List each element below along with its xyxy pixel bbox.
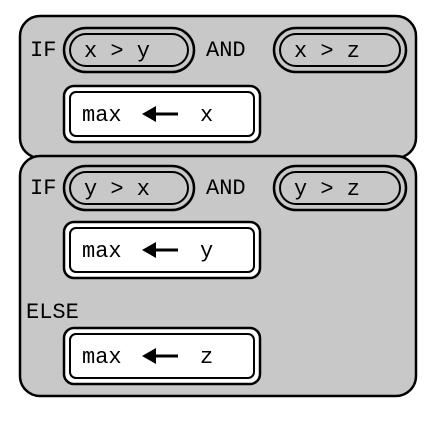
condition-right-pill: x > z <box>272 26 408 74</box>
left-arrow-icon <box>142 242 178 258</box>
condition-text: y > z <box>294 177 360 202</box>
else-keyword: ELSE <box>26 300 79 325</box>
if-keyword: IF <box>30 38 56 63</box>
left-arrow-icon <box>142 348 178 364</box>
condition-text: x > z <box>294 39 360 64</box>
condition-left-pill: y > x <box>62 164 196 212</box>
if-keyword: IF <box>30 176 56 201</box>
if-block-1: IF x > y AND x > z max x <box>18 14 418 160</box>
assignment-box: max y <box>62 220 262 280</box>
assignment-value: x <box>200 103 213 128</box>
and-keyword: AND <box>206 176 246 201</box>
assignment-target: max <box>82 239 122 264</box>
if-else-block-2: IF y > x AND y > z max y ELSE <box>18 154 418 398</box>
condition-right-pill: y > z <box>272 164 408 212</box>
condition-text: y > x <box>84 177 150 202</box>
left-arrow-icon <box>142 106 178 122</box>
condition-left-pill: x > y <box>62 26 196 74</box>
else-assignment-box: max z <box>62 326 262 386</box>
assignment-value: y <box>200 239 213 264</box>
assignment-value: z <box>200 345 213 370</box>
and-keyword: AND <box>206 38 246 63</box>
assignment-box: max x <box>62 84 262 144</box>
assignment-target: max <box>82 103 122 128</box>
condition-text: x > y <box>84 39 150 64</box>
assignment-target: max <box>82 345 122 370</box>
